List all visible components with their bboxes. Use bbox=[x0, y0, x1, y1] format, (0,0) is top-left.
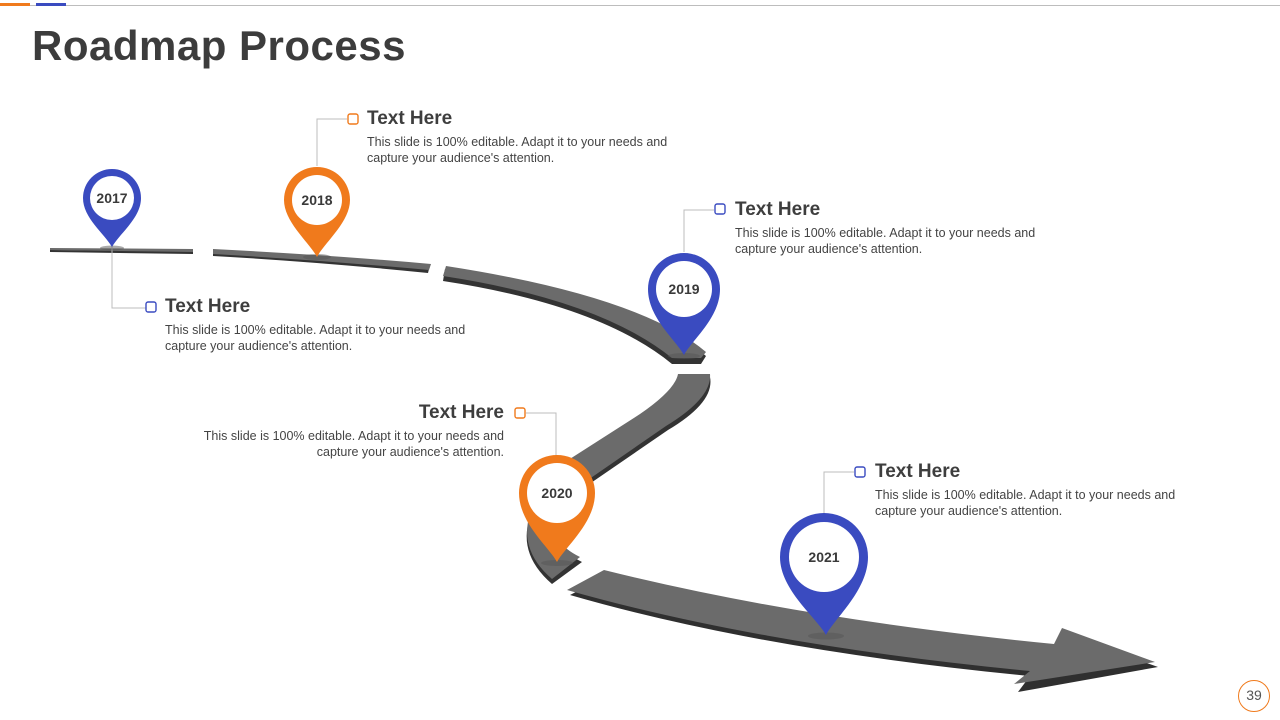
road-segment-3 bbox=[443, 266, 706, 364]
marker-2019 bbox=[714, 203, 726, 215]
connector-2018 bbox=[316, 118, 347, 166]
connector-2021 bbox=[823, 471, 854, 513]
page-number: 39 bbox=[1238, 680, 1270, 712]
connector-2017 bbox=[111, 240, 146, 309]
pin-2019-label: 2019 bbox=[668, 281, 699, 297]
pin-2020: 2020 bbox=[519, 455, 595, 566]
marker-2021 bbox=[854, 466, 866, 478]
callout-markers bbox=[145, 113, 866, 478]
pin-2017: 2017 bbox=[83, 169, 141, 251]
marker-2020 bbox=[514, 407, 526, 419]
marker-2017 bbox=[145, 301, 157, 313]
callout-2017: Text Here This slide is 100% editable. A… bbox=[165, 296, 505, 354]
marker-2018 bbox=[347, 113, 359, 125]
callout-2018: Text Here This slide is 100% editable. A… bbox=[367, 108, 707, 166]
callout-2020-heading: Text Here bbox=[418, 402, 504, 423]
callout-2018-heading: Text Here bbox=[367, 108, 453, 129]
connector-lines bbox=[111, 118, 854, 513]
callout-2021-heading: Text Here bbox=[875, 461, 961, 482]
callout-2019: Text Here This slide is 100% editable. A… bbox=[735, 199, 1075, 257]
road-segment-2 bbox=[213, 249, 431, 273]
connector-2019 bbox=[683, 209, 714, 252]
accent-bar-blue bbox=[36, 3, 66, 6]
pin-2018: 2018 bbox=[284, 167, 350, 260]
callout-2019-heading: Text Here bbox=[735, 199, 821, 220]
callout-2020-body: This slide is 100% editable. Adapt it to… bbox=[203, 429, 504, 459]
callout-2021: Text Here This slide is 100% editable. A… bbox=[875, 461, 1215, 519]
slide-title: Roadmap Process bbox=[32, 22, 406, 69]
top-rule bbox=[0, 5, 1280, 6]
pin-2018-label: 2018 bbox=[301, 192, 332, 208]
road-segment-1 bbox=[50, 248, 193, 254]
callout-2018-body: This slide is 100% editable. Adapt it to… bbox=[367, 135, 668, 165]
callout-2017-body: This slide is 100% editable. Adapt it to… bbox=[165, 323, 466, 353]
pin-2021: 2021 bbox=[780, 513, 868, 640]
pin-2020-label: 2020 bbox=[541, 485, 572, 501]
callout-2019-body: This slide is 100% editable. Adapt it to… bbox=[735, 226, 1036, 256]
pin-2019: 2019 bbox=[648, 253, 720, 359]
pin-2021-label: 2021 bbox=[808, 549, 839, 565]
connector-2020 bbox=[526, 412, 557, 456]
callout-2021-body: This slide is 100% editable. Adapt it to… bbox=[875, 488, 1176, 518]
road-arrow bbox=[567, 570, 1158, 692]
accent-bar-orange bbox=[0, 3, 30, 6]
callout-2020: Text Here This slide is 100% editable. A… bbox=[164, 402, 504, 460]
pin-2017-label: 2017 bbox=[96, 190, 127, 206]
road-segment-4 bbox=[560, 374, 711, 487]
callout-2017-heading: Text Here bbox=[165, 296, 251, 317]
